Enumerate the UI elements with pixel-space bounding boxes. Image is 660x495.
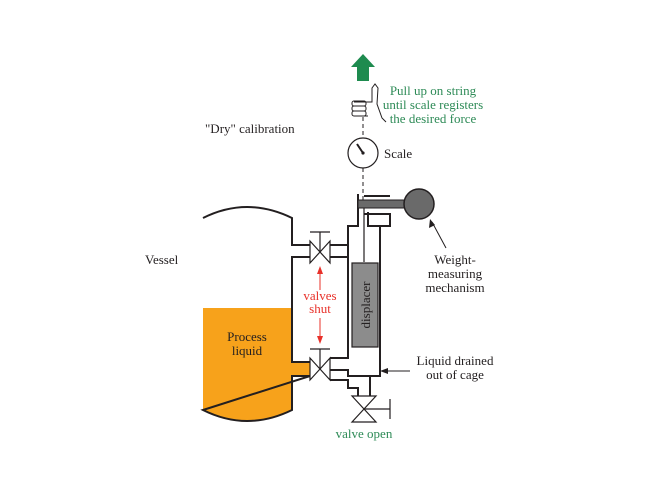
valves-shut-label-1: valves [303, 288, 336, 303]
lower-pipe-inner [330, 369, 371, 396]
drained-arrow-head [380, 368, 388, 374]
vessel-label: Vessel [145, 252, 179, 267]
upper-valve [309, 231, 331, 265]
drain-valve [350, 392, 391, 423]
liquid-drained-label-2: out of cage [426, 367, 484, 382]
valves-shut-arrows [317, 266, 323, 344]
diagram-title: "Dry" calibration [205, 121, 295, 136]
liquid-region [203, 308, 292, 421]
vessel [200, 206, 311, 422]
weight-label-3: mechanism [425, 280, 484, 295]
scale-label: Scale [384, 146, 412, 161]
hand-icon [351, 83, 387, 123]
lower-pipe [330, 369, 359, 396]
process-liquid-label-2: liquid [232, 343, 263, 358]
liquid-drained-label-1: Liquid drained [417, 353, 494, 368]
displacer [351, 262, 379, 348]
weight-measuring-ball [403, 188, 435, 220]
lower-valve [309, 348, 331, 382]
scale-gauge [347, 137, 379, 169]
cage-top [364, 195, 391, 227]
liquid-outlet-pipe [292, 362, 310, 376]
pull-instruction-line-2: until scale registers [383, 97, 483, 112]
pull-instruction-line-1: Pull up on string [390, 83, 477, 98]
valve-open-label: valve open [336, 426, 393, 441]
process-liquid-label-1: Process [227, 329, 267, 344]
weight-label-1: Weight- [434, 252, 476, 267]
pull-up-arrow [351, 54, 375, 81]
pull-instruction-line-3: the desired force [390, 111, 477, 126]
weight-arrow-head [429, 219, 435, 228]
weight-label-2: measuring [428, 266, 483, 281]
torque-tube-arm [357, 199, 409, 209]
vessel-outline [200, 206, 311, 422]
displacer-label: displacer [358, 281, 373, 329]
valves-shut-label-2: shut [309, 301, 331, 316]
